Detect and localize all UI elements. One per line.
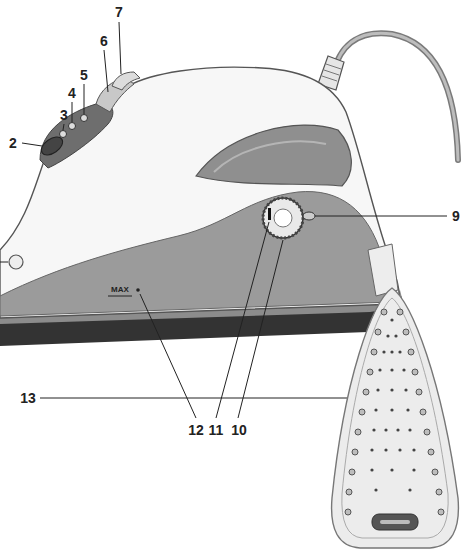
indicator-button <box>69 123 76 130</box>
self-clean-button <box>303 212 315 220</box>
iron-housing <box>0 67 399 318</box>
callout-number: 6 <box>100 34 108 48</box>
callout-number: 4 <box>68 86 76 100</box>
strain-relief-ridges <box>322 64 341 81</box>
callout-number: 13 <box>20 391 36 405</box>
leader-line <box>0 262 8 263</box>
max-line <box>108 296 132 297</box>
callout-number: 10 <box>231 423 247 437</box>
side-panel <box>0 192 393 316</box>
control-panel <box>40 103 113 168</box>
brand-plate <box>372 514 418 530</box>
indicator-button <box>81 115 88 122</box>
max-fill-marking: MAX <box>111 286 129 294</box>
soleplate-groove <box>342 298 448 538</box>
water-inlet-cap <box>9 255 23 269</box>
dial-center <box>274 209 292 227</box>
callout-number: 9 <box>452 209 460 223</box>
heel-rest <box>368 244 398 296</box>
callout-number: 11 <box>209 423 224 437</box>
shot-button <box>112 72 140 90</box>
callout-number: 2 <box>9 136 17 150</box>
indicator-button <box>60 131 67 138</box>
callout-number: 3 <box>60 108 68 122</box>
temperature-dial <box>263 198 303 238</box>
handle-opening <box>196 125 351 186</box>
brand-plate-mark <box>380 520 410 524</box>
callout-number: 7 <box>115 5 123 19</box>
max-dot <box>136 288 140 292</box>
steam-vents-edge <box>345 309 444 515</box>
steam-vents-inner <box>370 318 415 491</box>
handle-shading <box>214 141 326 172</box>
dial-pointer <box>268 208 271 220</box>
soleplate-view <box>332 288 459 548</box>
callout-number: 12 <box>188 423 204 437</box>
dial-ridges <box>263 198 303 238</box>
callout-number: 5 <box>80 68 88 82</box>
